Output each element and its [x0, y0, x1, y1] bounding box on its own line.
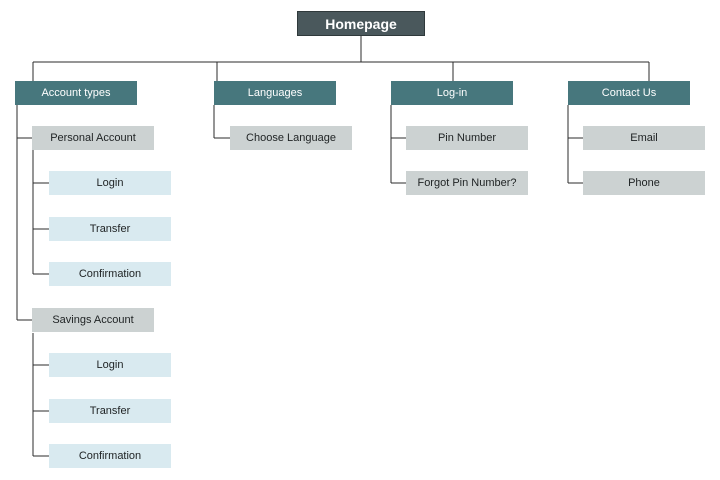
- node-personal-login: Login: [49, 171, 171, 195]
- node-personal-transfer: Transfer: [49, 217, 171, 241]
- node-log-in: Log-in: [391, 81, 513, 105]
- node-pin-number: Pin Number: [406, 126, 528, 150]
- node-savings-account: Savings Account: [32, 308, 154, 332]
- node-savings-confirmation: Confirmation: [49, 444, 171, 468]
- node-account-types: Account types: [15, 81, 137, 105]
- node-savings-transfer: Transfer: [49, 399, 171, 423]
- node-forgot-pin-number: Forgot Pin Number?: [406, 171, 528, 195]
- node-personal-account: Personal Account: [32, 126, 154, 150]
- node-phone: Phone: [583, 171, 705, 195]
- node-savings-login: Login: [49, 353, 171, 377]
- node-email: Email: [583, 126, 705, 150]
- node-homepage: Homepage: [297, 11, 425, 36]
- node-personal-confirmation: Confirmation: [49, 262, 171, 286]
- node-languages: Languages: [214, 81, 336, 105]
- node-choose-language: Choose Language: [230, 126, 352, 150]
- node-contact-us: Contact Us: [568, 81, 690, 105]
